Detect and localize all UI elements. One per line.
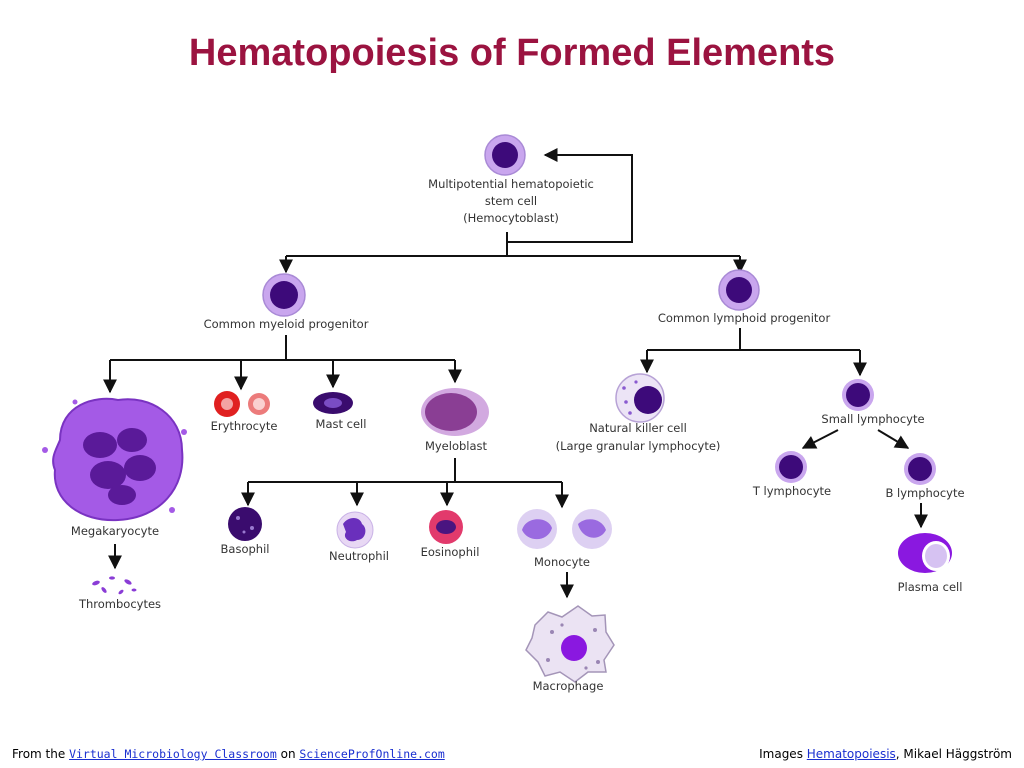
image-credit: Images Hematopoiesis, Mikael Häggström	[759, 747, 1012, 761]
stem-cell-label-line1: Multipotential hematopoietic	[428, 177, 594, 191]
myeloid-progenitor-icon	[262, 273, 306, 317]
eosinophil-label: Eosinophil	[421, 545, 480, 559]
scienceprofonline-link[interactable]: ScienceProfOnline.com	[299, 747, 445, 761]
thrombocytes-label: Thrombocytes	[78, 597, 161, 611]
nk-cell-label-line2: (Large granular lymphocyte)	[556, 439, 721, 453]
basophil-icon	[228, 507, 262, 541]
myeloid-progenitor-label: Common myeloid progenitor	[204, 317, 369, 331]
basophil-label: Basophil	[221, 542, 270, 556]
erythrocyte-icon	[214, 391, 270, 417]
slide-title: Hematopoiesis of Formed Elements	[188, 32, 836, 74]
neutrophil-icon	[336, 511, 374, 549]
stem-cell-label-line3: (Hemocytoblast)	[463, 211, 559, 225]
lymphoid-progenitor-label: Common lymphoid progenitor	[658, 311, 831, 325]
myeloblast-label: Myeloblast	[425, 439, 488, 453]
hematopoiesis-diagram: Multipotential hematopoietic stem cell (…	[42, 134, 965, 693]
plasma-cell-label: Plasma cell	[898, 580, 963, 594]
eosinophil-icon	[429, 510, 463, 544]
connector-lines	[103, 148, 928, 599]
nk-cell-label-line1: Natural killer cell	[589, 421, 687, 435]
b-lymphocyte-label: B lymphocyte	[885, 486, 964, 500]
virtual-microbiology-classroom-link[interactable]: Virtual Microbiology Classroom	[69, 747, 277, 761]
plasma-cell-icon	[898, 533, 952, 573]
image-credit-prefix: Images	[759, 747, 807, 761]
lymphoid-progenitor-icon	[718, 269, 760, 311]
nk-cell-icon	[615, 373, 665, 423]
source-credit: From the Virtual Microbiology Classroom …	[12, 747, 445, 761]
hematopoiesis-link[interactable]: Hematopoiesis	[806, 747, 896, 761]
source-middle: on	[276, 747, 300, 761]
neutrophil-label: Neutrophil	[329, 549, 389, 563]
small-lymphocyte-icon	[842, 379, 874, 411]
b-lymphocyte-icon	[904, 453, 936, 485]
t-lymphocyte-label: T lymphocyte	[752, 484, 831, 498]
monocyte-icon	[517, 509, 612, 549]
small-lymphocyte-label: Small lymphocyte	[821, 412, 924, 426]
thrombocytes-icon	[92, 576, 137, 595]
myeloblast-icon	[421, 388, 489, 436]
monocyte-label: Monocyte	[534, 555, 590, 569]
mast-cell-icon	[313, 392, 353, 414]
megakaryocyte-label: Megakaryocyte	[71, 524, 159, 538]
macrophage-icon	[525, 605, 615, 683]
image-credit-author: , Mikael Häggström	[895, 747, 1012, 761]
megakaryocyte-icon	[42, 397, 187, 522]
stem-cell-label-line2: stem cell	[485, 194, 537, 208]
macrophage-label: Macrophage	[533, 679, 604, 693]
erythrocyte-label: Erythrocyte	[211, 419, 278, 433]
t-lymphocyte-icon	[775, 451, 807, 483]
mast-cell-label: Mast cell	[316, 417, 367, 431]
stem-cell-icon	[484, 134, 526, 176]
source-prefix: From the	[12, 747, 70, 761]
